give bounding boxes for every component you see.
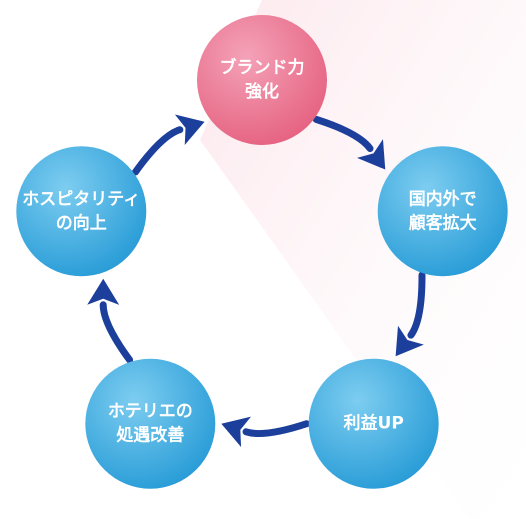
node-label-hospitality-1: の向上 — [56, 212, 107, 233]
node-label-brand-1: 強化 — [245, 81, 279, 102]
arrow-shaft-hospitality — [132, 126, 184, 176]
node-label-customers-1: 顧客拡大 — [409, 212, 477, 233]
node-label-treatment-0: ホテリエの — [108, 402, 193, 422]
cycle-arrows — [87, 114, 426, 447]
node-circle-treatment — [85, 358, 216, 489]
arrow-shaft-brand — [312, 115, 374, 152]
arrow-head-customers — [395, 325, 424, 357]
arrow-head-hospitality — [174, 114, 205, 145]
arrow-shaft-treatment — [99, 301, 134, 364]
node-circle-profit — [308, 358, 439, 489]
node-label-hospitality-0: ホスピタリティ — [22, 189, 140, 209]
arrow-shaft-profit — [242, 420, 311, 438]
node-circle-customers — [377, 146, 508, 277]
node-profit: 利益UP — [308, 358, 439, 489]
node-circle-brand — [197, 15, 327, 145]
node-label-treatment-1: 処遇改善 — [115, 425, 184, 446]
node-circle-hospitality — [16, 146, 147, 277]
arrow-shaft-customers — [407, 271, 426, 339]
node-label-brand-0: ブランド力 — [220, 57, 305, 78]
arrow-head-profit — [221, 416, 252, 447]
node-label-customers-0: 国内外で — [409, 188, 477, 209]
arrow-head-treatment — [87, 278, 120, 305]
node-label-profit-0: 利益UP — [344, 413, 404, 434]
arrow-head-brand — [357, 139, 386, 170]
